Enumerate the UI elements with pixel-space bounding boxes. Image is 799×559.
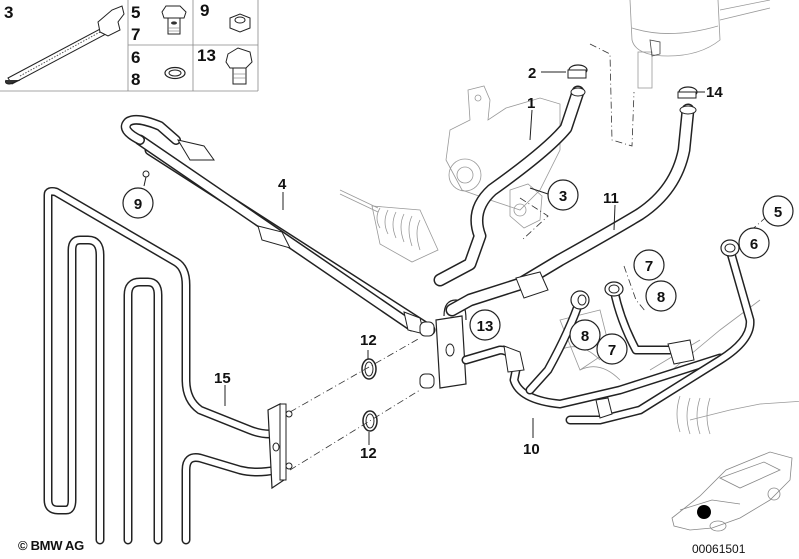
circled-callout-9: 9 <box>122 187 154 219</box>
hex-bolt-icon <box>225 47 253 85</box>
circled-callout-7-upper: 7 <box>633 249 665 281</box>
car-locator-icon <box>671 451 793 532</box>
legend-label-8: 8 <box>131 70 140 89</box>
steering-pump-ghost <box>445 85 561 229</box>
diagram-id: 00061501 <box>692 542 746 556</box>
copyright-text: © BMW AG <box>18 538 84 553</box>
reservoir-ghost <box>629 0 771 89</box>
legend-grid: 3 5 7 9 6 8 13 <box>0 0 259 92</box>
leader-lines <box>224 71 705 445</box>
seal-ring-icon <box>164 66 186 80</box>
circled-callout-13: 13 <box>469 309 501 341</box>
circled-callout-3: 3 <box>547 179 579 211</box>
legend-label-7: 7 <box>131 25 140 44</box>
seal-ring-12-lower <box>362 410 378 432</box>
svg-text:9: 9 <box>134 196 142 213</box>
circled-callout-8-upper: 8 <box>645 280 677 312</box>
legend-label-6: 6 <box>131 48 140 67</box>
svg-text:8: 8 <box>581 328 589 345</box>
svg-text:5: 5 <box>774 204 782 221</box>
locator-dot <box>697 505 711 519</box>
hose-clamp-2 <box>567 64 588 79</box>
svg-text:6: 6 <box>750 236 758 253</box>
callout-11: 11 <box>603 190 619 207</box>
return-pipe <box>461 239 755 425</box>
callout-10: 10 <box>523 441 540 458</box>
cable-tie-icon <box>5 5 125 85</box>
return-hose <box>445 103 697 317</box>
hose-clamp-14 <box>677 86 698 99</box>
circled-callout-8-lower: 8 <box>569 319 601 351</box>
legend-label-9: 9 <box>200 1 209 20</box>
svg-text:8: 8 <box>657 289 665 306</box>
legend-label-5: 5 <box>131 3 140 22</box>
callout-1: 1 <box>527 95 535 112</box>
callout-2: 2 <box>528 65 536 82</box>
suction-hose <box>433 85 586 287</box>
expansion-hose-line <box>120 114 436 336</box>
legend-label-3: 3 <box>4 3 13 22</box>
hex-nut-icon <box>229 13 251 33</box>
circled-callout-7-lower: 7 <box>596 333 628 365</box>
legend-label-13: 13 <box>197 46 216 65</box>
svg-text:13: 13 <box>477 318 494 335</box>
hollow-bolt-icon <box>161 5 187 35</box>
callout-12-lower: 12 <box>360 445 377 462</box>
circled-callout-5: 5 <box>762 195 794 227</box>
svg-text:7: 7 <box>645 258 653 275</box>
svg-text:3: 3 <box>559 188 567 205</box>
radiator-coil <box>43 186 293 545</box>
steering-rack-boot-ghost <box>339 189 439 263</box>
assembly-dash-lines <box>289 43 773 471</box>
svg-text:7: 7 <box>608 342 616 359</box>
circled-callout-6: 6 <box>738 227 770 259</box>
flange-block <box>419 299 467 389</box>
callout-4: 4 <box>278 176 287 193</box>
callout-12-upper: 12 <box>360 332 377 349</box>
seal-ring-12-upper <box>361 358 377 380</box>
callout-15: 15 <box>214 370 231 387</box>
callout-14: 14 <box>706 84 723 101</box>
